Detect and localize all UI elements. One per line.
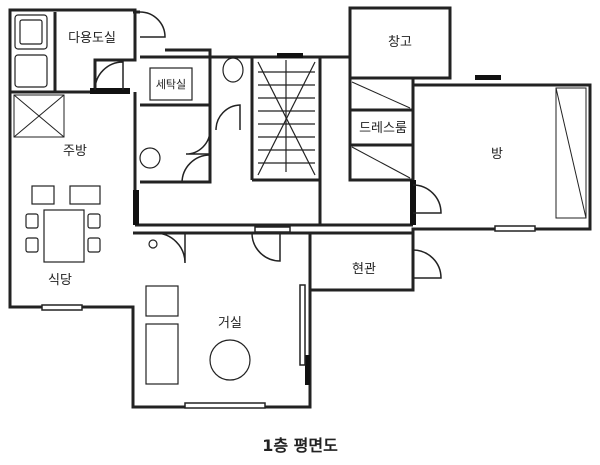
stairs — [257, 60, 316, 176]
entrance-wall — [308, 229, 415, 292]
room-label-living: 거실 — [218, 316, 242, 331]
room-label-dining: 식당 — [48, 273, 72, 288]
room-label-bedroom: 방 — [491, 147, 503, 162]
wall-accents — [90, 53, 501, 385]
doors — [94, 11, 442, 279]
room-label-dressing: 드레스룸 — [359, 121, 407, 136]
room-label-kitchen: 주방 — [63, 144, 87, 159]
closets — [13, 81, 587, 219]
room-label-storage: 창고 — [388, 35, 412, 50]
plan-caption: 1층 평면도 — [262, 436, 338, 455]
room-label-entrance: 현관 — [352, 262, 376, 277]
stair-wall — [250, 57, 322, 225]
outer-wall — [8, 8, 137, 94]
dressing-divider — [350, 108, 413, 147]
fixtures — [14, 14, 251, 385]
windows — [41, 225, 536, 409]
dressing-wall — [348, 78, 415, 182]
storage-wall — [348, 6, 452, 80]
room-label-utility: 다용도실 — [68, 31, 116, 46]
room-label-laundry: 세탁실 — [156, 78, 186, 91]
bath-wall — [140, 57, 212, 184]
